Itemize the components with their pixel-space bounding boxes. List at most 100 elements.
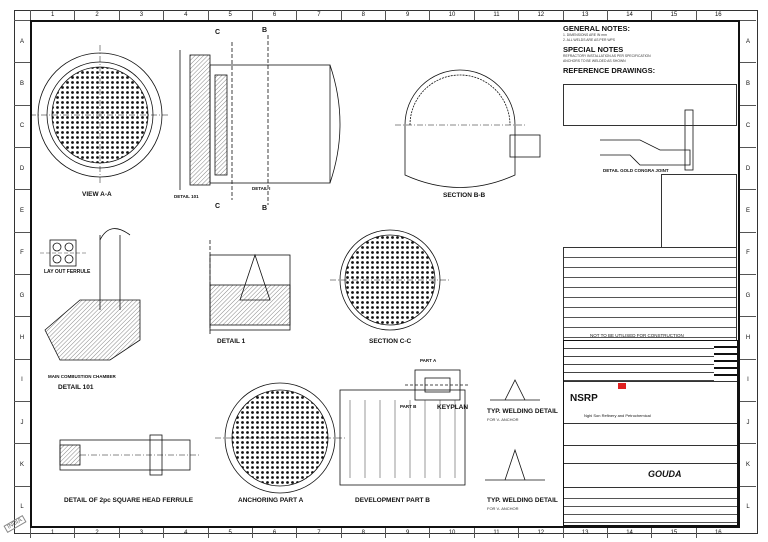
label-anchoring: ANCHORING PART A <box>238 497 304 504</box>
revision-summary-table <box>661 174 737 256</box>
contractor-brand: GOUDA <box>648 469 682 479</box>
reference-drawings-title: REFERENCE DRAWINGS: <box>563 66 656 75</box>
ruler-tick: 16 <box>695 10 740 20</box>
label-detail-101: DETAIL 101 <box>58 384 94 391</box>
ruler-tick: 16 <box>695 528 740 538</box>
welding-detail-1-drawing <box>490 379 540 401</box>
label-detail-gold: DETAIL GOLD CONGRA JOINT <box>603 168 669 173</box>
ruler-tick: 4 <box>163 528 207 538</box>
label-detail-ferrule: DETAIL OF 2pc SQUARE HEAD FERRULE <box>64 497 194 504</box>
ruler-tick: 12 <box>518 528 562 538</box>
label-section-cc: SECTION C-C <box>369 338 412 345</box>
label-keyplan: KEYPLAN <box>437 404 469 411</box>
ruler-tick: C <box>740 104 756 147</box>
ruler-tick: D <box>14 146 30 189</box>
label-weld-2: TYP. WELDING DETAIL <box>487 497 558 504</box>
ruler-tick: B <box>740 62 756 104</box>
revision-marks <box>714 341 737 381</box>
ruler-tick: 11 <box>473 10 518 20</box>
ruler-tick: D <box>740 146 756 189</box>
ruler-tick: G <box>14 273 30 316</box>
ruler-tick: J <box>740 400 756 443</box>
label-section-bb: SECTION B-B <box>443 192 486 199</box>
cut-marker-b1: B <box>262 27 267 34</box>
notes-panel: GENERAL NOTES: 1. DIMENSIONS ARE IN mm 2… <box>563 22 738 342</box>
ruler-tick: 13 <box>562 10 607 20</box>
ruler-tick: 9 <box>385 10 429 20</box>
client-name: NSRP <box>570 393 598 404</box>
chamber-side-drawing <box>209 35 341 205</box>
ruler-tick: 15 <box>651 10 695 20</box>
label-weld-2-sub: FOR V- ANCHOR <box>487 506 519 511</box>
development-drawing <box>339 389 466 486</box>
label-weld-1-sub: FOR V- ANCHOR <box>487 417 519 422</box>
materials-table <box>563 247 737 341</box>
detail-1-drawing <box>209 240 291 335</box>
ruler-tick: 10 <box>429 528 473 538</box>
ruler-tick: 5 <box>207 10 252 20</box>
client-logo <box>618 383 626 389</box>
ruler-tick: F <box>740 231 756 274</box>
ruler-tick: 12 <box>518 10 562 20</box>
ruler-tick: 6 <box>251 528 296 538</box>
ruler-tick: 4 <box>163 10 207 20</box>
ruler-tick: H <box>14 316 30 358</box>
ruler-tick: K <box>740 443 756 485</box>
ruler-tick: A <box>14 20 30 62</box>
ruler-tick: 11 <box>473 528 518 538</box>
keyplan-drawing <box>405 369 470 401</box>
section-bb-drawing <box>395 69 541 188</box>
ruler-tick: 10 <box>429 10 473 20</box>
ruler-tick: E <box>740 189 756 231</box>
ruler-tick: F <box>14 231 30 274</box>
cut-marker-c2: C <box>215 203 220 210</box>
drawing-area <box>30 20 740 528</box>
ruler-tick: 9 <box>385 528 429 538</box>
view-aa-drawing <box>30 45 170 185</box>
ruler-tick: C <box>14 104 30 147</box>
combustion-chamber-drawing <box>44 228 141 361</box>
ruler-tick: 14 <box>606 528 651 538</box>
ruler-tick: 14 <box>606 10 651 20</box>
label-weld-1: TYP. WELDING DETAIL <box>487 408 558 415</box>
label-part-a: PART A <box>420 358 437 363</box>
special-notes-title: SPECIAL NOTES <box>563 45 624 54</box>
ruler-tick: 2 <box>74 528 118 538</box>
cut-marker-b2: B <box>262 205 267 212</box>
reference-table <box>563 84 737 126</box>
ruler-tick: H <box>740 316 756 358</box>
ruler-tick: L <box>740 485 756 528</box>
general-note-line: 1. DIMENSIONS ARE IN mm <box>563 33 607 37</box>
ruler-tick: 13 <box>562 528 607 538</box>
general-note-line: 2. ALL WELDS ARE AS PER WPS <box>563 38 616 42</box>
label-layout-ferrule: LAY OUT FERRULE <box>44 269 91 275</box>
detail-101-side-drawing <box>179 50 211 190</box>
ruler-tick: 8 <box>340 10 385 20</box>
ruler-tick: 1 <box>30 10 74 20</box>
ruler-tick: 2 <box>74 10 118 20</box>
general-notes-title: GENERAL NOTES: <box>563 24 630 33</box>
special-note-line: ANCHORS TO BE WELDED AS SHOWN <box>563 59 626 63</box>
ruler-tick: I <box>740 358 756 401</box>
revision-table <box>564 341 714 381</box>
label-view-aa: VIEW A-A <box>82 191 112 198</box>
ruler-tick: I <box>14 358 30 401</box>
label-detail-101-top: DETAIL 101 <box>174 194 199 199</box>
ruler-tick: J <box>14 400 30 443</box>
ruler-tick: E <box>14 189 30 231</box>
issue-note: NOT TO BE UTILISED FOR CONSTRUCTION <box>590 333 684 338</box>
ruler-tick: 3 <box>118 10 163 20</box>
anchoring-drawing <box>215 382 345 494</box>
label-main-chamber: MAIN COMBUSTION CHAMBER <box>48 374 116 379</box>
ruler-tick: 7 <box>296 528 340 538</box>
ruler-tick: 1 <box>30 528 74 538</box>
ruler-tick: 3 <box>118 528 163 538</box>
client-subtitle: Nghi Son Refinery and Petrochemical <box>584 413 651 418</box>
ruler-tick: 7 <box>296 10 340 20</box>
label-part-b: PART B <box>400 404 417 409</box>
ruler-tick: B <box>14 62 30 104</box>
